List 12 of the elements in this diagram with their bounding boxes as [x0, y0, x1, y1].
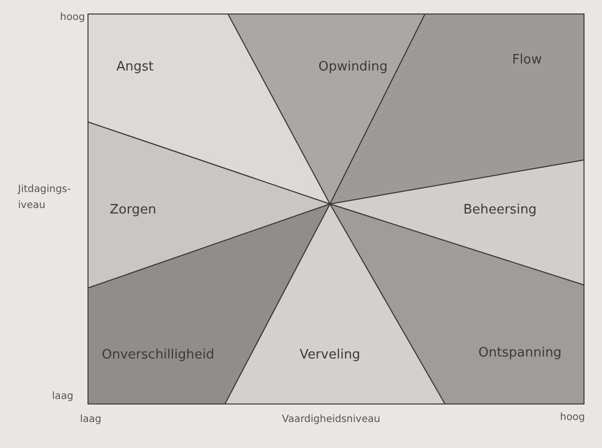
- region-label: Verveling: [300, 348, 360, 362]
- region-label: Zorgen: [110, 202, 156, 218]
- region-label: Beheersing: [463, 202, 537, 218]
- region-label: Flow: [512, 52, 542, 68]
- axis-title: Vaardigheidsniveau: [282, 414, 380, 425]
- region-label: Angst: [116, 60, 154, 74]
- region-label: Ontspanning: [478, 346, 562, 360]
- region-label: Onverschilligheid: [102, 348, 214, 362]
- region-label: Opwinding: [318, 60, 388, 74]
- axis-tick-label: laag: [80, 414, 102, 425]
- axis-title: Jitdagings- iveau: [18, 183, 72, 213]
- axis-tick-label: laag: [52, 391, 74, 402]
